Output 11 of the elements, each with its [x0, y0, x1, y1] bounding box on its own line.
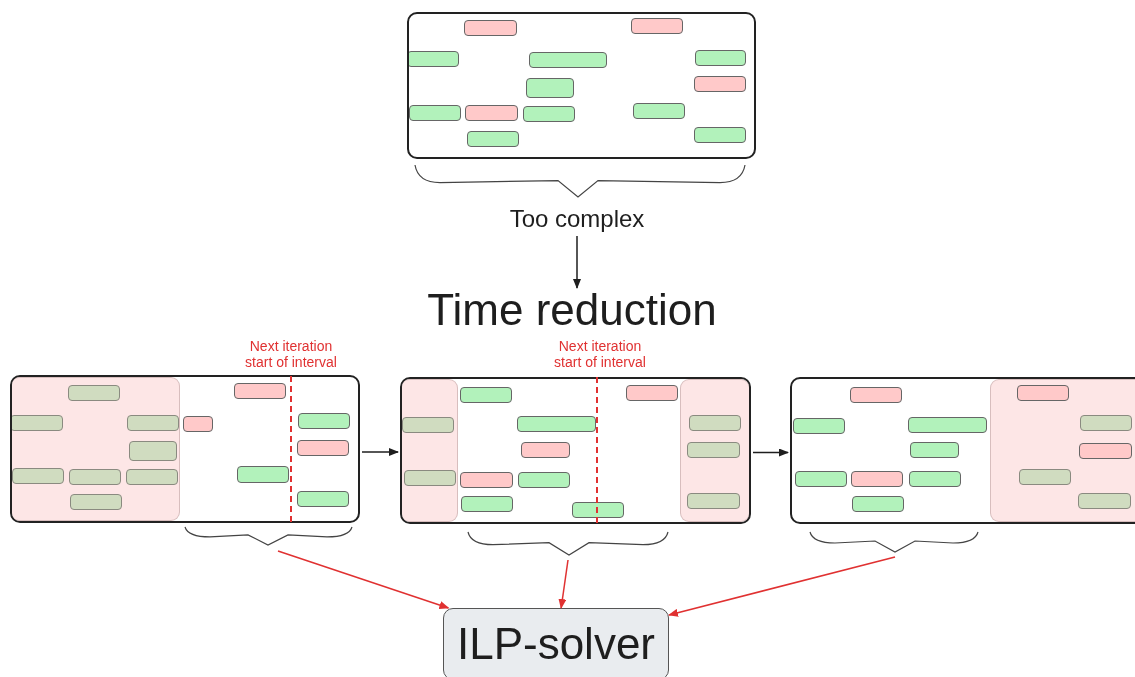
- arrow: [668, 556, 896, 617]
- arrow: [573, 235, 581, 289]
- arrow: [558, 559, 569, 609]
- interval-note: Next iteration start of interval: [244, 338, 338, 371]
- interval-note: Next iteration start of interval: [553, 338, 647, 371]
- node-text: Too complex: [509, 206, 645, 233]
- arrow: [361, 448, 399, 456]
- arrow: [277, 550, 450, 609]
- arrow: [752, 448, 789, 457]
- solver-box: ILP-solver: [443, 608, 669, 677]
- heading-text: Time reduction: [427, 286, 717, 335]
